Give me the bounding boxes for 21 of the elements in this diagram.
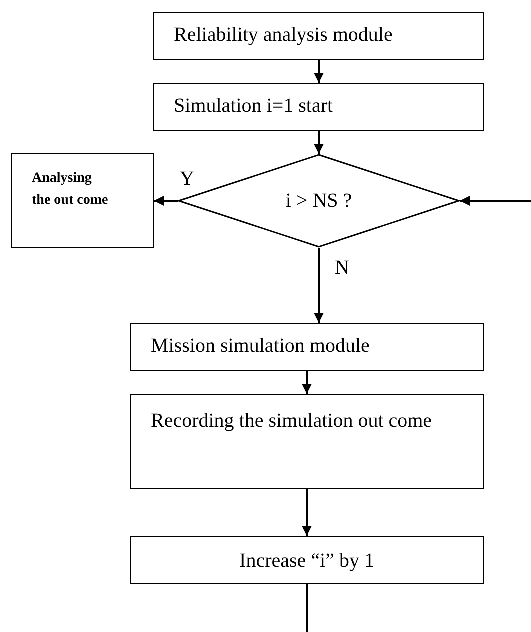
process-box (130, 394, 484, 489)
arrow (302, 489, 312, 536)
process-box (130, 536, 484, 584)
node-text: Mission simulation module (151, 334, 370, 359)
arrow (314, 60, 324, 83)
node-text: Increase “i” by 1 (238, 549, 376, 574)
node-text: Reliability analysis module (174, 23, 393, 48)
process-box (153, 83, 484, 131)
arrow (314, 248, 324, 323)
node-text: Recording the simulation out come (151, 409, 434, 434)
arrow (302, 371, 312, 394)
node-text: Simulation i=1 start (174, 94, 334, 119)
process-box (11, 153, 154, 248)
node-text: Analysing the out come (32, 170, 110, 210)
process-box (130, 323, 484, 371)
decision-diamond (178, 154, 460, 248)
node-text: i > NS ? (284, 189, 354, 214)
arrow (460, 196, 531, 206)
process-box (153, 12, 484, 60)
arrow (154, 196, 178, 206)
arrow (314, 131, 324, 154)
